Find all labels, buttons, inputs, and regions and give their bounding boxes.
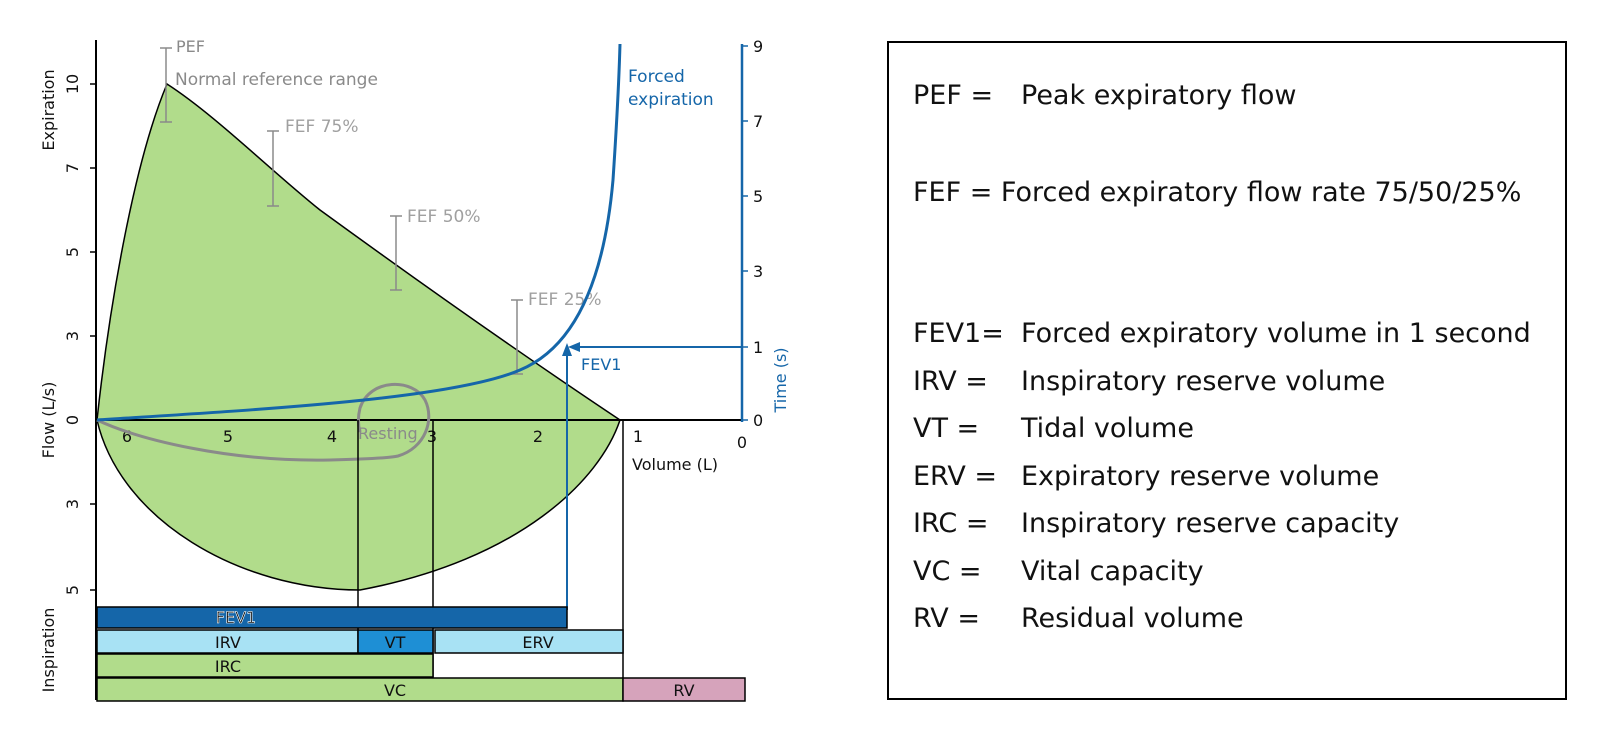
legend-pef: PEF = Peak expiratory flow bbox=[913, 80, 1296, 111]
legend-pef-text: Peak expiratory flow bbox=[1021, 80, 1297, 111]
forced-expiration-label-2: expiration bbox=[628, 90, 714, 110]
forced-expiration-label-1: Forced bbox=[628, 67, 685, 87]
y-tick-7: 7 bbox=[63, 163, 82, 173]
fef50-label: FEF 50% bbox=[407, 207, 481, 227]
time-tick-7: 7 bbox=[753, 112, 763, 131]
legend-irv: IRV = Inspiratory reserve volume bbox=[913, 366, 1385, 397]
legend-vt-text: Tidal volume bbox=[1021, 413, 1194, 444]
legend-fef-text: FEF = Forced expiratory flow rate 75/50/… bbox=[913, 177, 1522, 208]
irc-bar-label: IRC bbox=[215, 657, 241, 676]
legend-vt-abbr: VT = bbox=[913, 413, 980, 444]
time-tick-9: 9 bbox=[753, 37, 763, 56]
time-tick-0: 0 bbox=[753, 411, 763, 430]
y-tick-10: 10 bbox=[63, 74, 82, 94]
fev1-indicator bbox=[566, 346, 742, 610]
y-tick-3: 3 bbox=[63, 331, 82, 341]
y-axis-flow-label: Flow (L/s) bbox=[39, 382, 58, 459]
legend-irv-abbr: IRV = bbox=[913, 366, 988, 397]
rv-bar bbox=[622, 677, 746, 702]
x-tick-1: 1 bbox=[633, 427, 643, 446]
x-axis-label: Volume (L) bbox=[632, 455, 718, 474]
resting-label: Resting bbox=[358, 424, 418, 443]
time-tick-1: 1 bbox=[753, 338, 763, 357]
rv-bar-label: RV bbox=[673, 681, 694, 700]
flow-volume-loop bbox=[96, 82, 621, 591]
spirometry-diagram: 10 7 5 3 0 3 5 Expiration Flow (L/s) Ins… bbox=[39, 37, 790, 702]
y-tick-insp-5: 5 bbox=[63, 585, 82, 595]
legend-erv-abbr: ERV = bbox=[913, 461, 998, 492]
resting-tidal-loop bbox=[96, 383, 431, 462]
legend-fev1: FEV1= Forced expiratory volume in 1 secon… bbox=[913, 318, 1531, 349]
x-tick-0: 0 bbox=[737, 433, 747, 452]
legend-vc: VC = Vital capacity bbox=[913, 556, 1204, 587]
irc-bar bbox=[96, 653, 434, 678]
fev1-arrow-up-icon bbox=[562, 343, 572, 356]
legend-irc-abbr: IRC = bbox=[913, 508, 989, 539]
legend-pef-abbr: PEF = bbox=[913, 80, 994, 111]
legend-vc-abbr: VC = bbox=[913, 556, 982, 587]
fev1-bar bbox=[96, 606, 568, 629]
legend-vc-text: Vital capacity bbox=[1021, 556, 1204, 587]
forced-expiration-curve bbox=[96, 43, 622, 422]
legend-irc-text: Inspiratory reserve capacity bbox=[1021, 508, 1400, 539]
legend-erv: ERV = Expiratory reserve volume bbox=[913, 461, 1379, 492]
legend-box: PEF = Peak expiratory flow FEF = Forced e… bbox=[887, 41, 1567, 700]
erv-bar bbox=[434, 629, 624, 654]
legend-fev1-abbr: FEV1= bbox=[913, 318, 1004, 349]
vc-bar-label: VC bbox=[384, 681, 406, 700]
x-tick-2: 2 bbox=[533, 427, 543, 446]
vt-bar bbox=[357, 629, 434, 654]
fev1-marker-label: FEV1 bbox=[581, 355, 621, 374]
legend-rv: RV = Residual volume bbox=[913, 603, 1244, 634]
x-tick-3: 3 bbox=[427, 427, 437, 446]
fef75-label: FEF 75% bbox=[285, 117, 359, 137]
legend-erv-text: Expiratory reserve volume bbox=[1021, 461, 1380, 492]
irv-bar-label: IRV bbox=[215, 633, 241, 652]
vt-bar-label: VT bbox=[385, 633, 406, 652]
lung-volume-bars bbox=[96, 606, 746, 702]
legend-rv-text: Residual volume bbox=[1021, 603, 1244, 634]
legend-irc: IRC = Inspiratory reserve capacity bbox=[913, 508, 1399, 539]
fev1-arrow-left-icon bbox=[568, 342, 580, 352]
legend-vt: VT = Tidal volume bbox=[913, 413, 1194, 444]
x-tick-6: 6 bbox=[122, 427, 132, 446]
legend-fev1-text: Forced expiratory volume in 1 second bbox=[1021, 318, 1531, 349]
time-axis-label: Time (s) bbox=[771, 347, 790, 413]
fev1-bar-label: FEV1 bbox=[216, 608, 256, 627]
y-axis-inspiration-label: Inspiration bbox=[39, 608, 58, 693]
y-tick-0: 0 bbox=[63, 415, 82, 425]
y-axis-ticks bbox=[90, 83, 96, 591]
erv-bar-label: ERV bbox=[522, 633, 553, 652]
y-tick-insp-3: 3 bbox=[63, 499, 82, 509]
legend-fef: FEF = Forced expiratory flow rate 75/50/… bbox=[913, 177, 1521, 208]
y-tick-5: 5 bbox=[63, 247, 82, 257]
fef25-label: FEF 25% bbox=[528, 290, 602, 310]
legend-rv-abbr: RV = bbox=[913, 603, 980, 634]
vc-bar bbox=[96, 677, 624, 702]
pef-label: PEF bbox=[176, 37, 205, 56]
time-axis-ticks bbox=[742, 45, 748, 421]
legend-irv-text: Inspiratory reserve volume bbox=[1021, 366, 1386, 397]
time-tick-5: 5 bbox=[753, 187, 763, 206]
time-tick-3: 3 bbox=[753, 262, 763, 281]
x-tick-4: 4 bbox=[327, 427, 337, 446]
normal-reference-range-label: Normal reference range bbox=[175, 70, 378, 90]
x-tick-5: 5 bbox=[223, 427, 233, 446]
y-axis-expiration-label: Expiration bbox=[39, 69, 58, 150]
